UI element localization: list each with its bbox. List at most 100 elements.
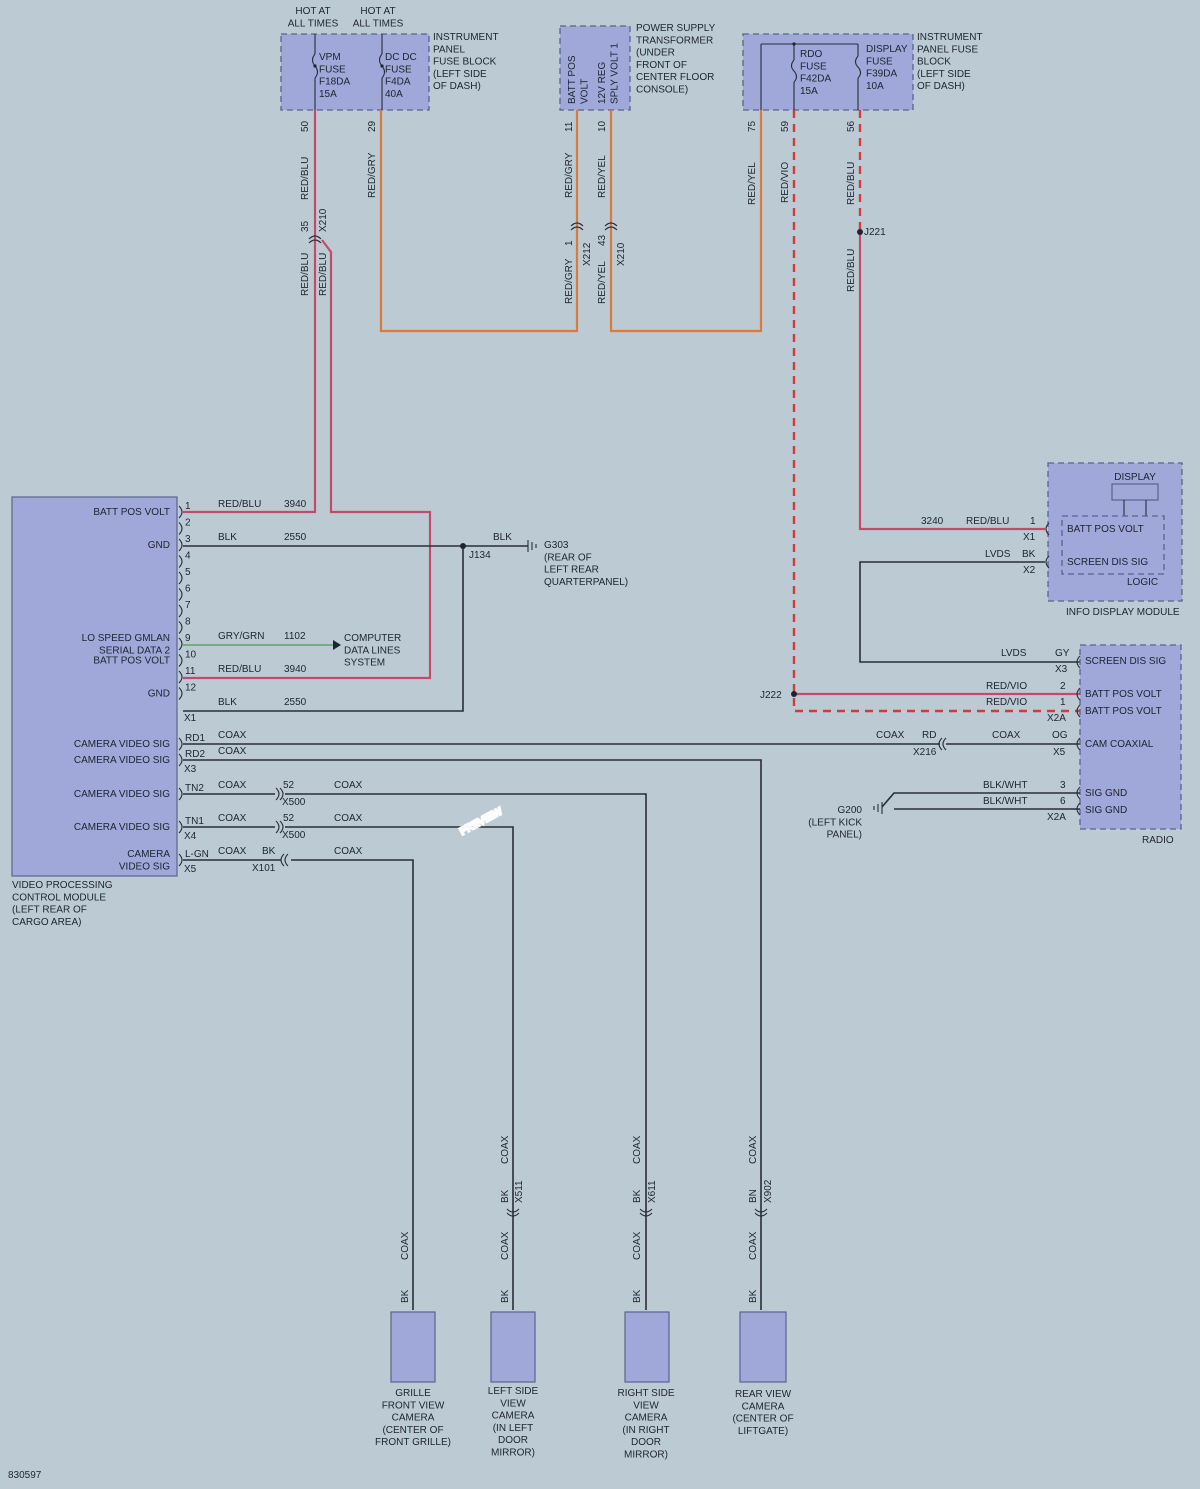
radio-pin-3: 3 [1060,780,1066,791]
wire-label: COAX [500,1135,511,1164]
wire-label: RED/GRY [367,152,378,198]
figure-id: 830597 [8,1470,42,1481]
vpcm-pin-number: 11 [185,666,196,677]
wire-label: RED/BLU [300,253,311,296]
vpcm-pin-number: 7 [185,600,191,611]
pin-connector-icon [178,588,183,601]
wire-red-gry-29 [379,110,579,333]
vpcm-pin-number: TN2 [185,783,204,794]
fuse-icon [790,59,798,83]
connector-x101: X101 [252,863,276,874]
circuit-3940: 3940 [284,499,307,510]
wire-label: RED/BLU [318,253,329,296]
pin-1: 1 [564,240,575,246]
pin-connector-icon [178,621,183,634]
wire-label: COAX [218,780,247,791]
pin-connector-icon [178,637,183,651]
pin-52: 52 [283,813,295,824]
wire-label: COAX [218,813,247,824]
wire-blk-12 [183,546,464,712]
wire-label: RED/BLU [846,249,857,292]
idm-batt-label: BATT POS VOLT [1067,524,1144,535]
radio-batt1-label: BATT POS VOLT [1085,689,1162,700]
radio-screen-label: SCREEN DIS SIG [1085,656,1166,667]
info-display-module: DISPLAY BATT POS VOLT SCREEN DIS SIG LOG… [1047,462,1183,618]
wire-label: BK [632,1289,643,1303]
connector-x210: X210 [616,242,627,266]
display-label: DISPLAY [1114,472,1156,483]
vpcm-connector-label: X4 [184,831,197,842]
wire-label: COAX [632,1231,643,1260]
wire-label: BK [500,1189,511,1203]
vpcm-pin-number: 1 [185,501,191,512]
pin-50: 50 [300,120,311,132]
vpcm-pin-number: 4 [185,551,191,562]
pin-connector-icon [178,753,183,767]
connector-x611: X611 [647,1180,658,1203]
pst-pin1-label: BATT POSVOLT [567,55,590,104]
pst-pin2-label: 12V REGSPLY VOLT 1 [597,43,620,104]
wire-label: BK [748,1289,759,1303]
vpcm-pin-label: BATT POS VOLT [93,656,170,667]
vpcm-pin-label: CAMERA VIDEO SIG [74,789,170,800]
radio-batt2-label: BATT POS VOLT [1085,706,1162,717]
connector-x216: X216 [913,747,937,758]
pin-connector-icon [178,604,183,618]
splice-j222: J222 [760,690,782,701]
info-display-label: INFO DISPLAY MODULE [1066,607,1180,618]
wire-label: COAX [500,1231,511,1260]
wire-coax-lgn [183,859,414,1310]
pin-11: 11 [564,121,575,132]
vpcm-pin-label: CAMERA VIDEO SIG [74,739,170,750]
wire-label: COAX [748,1231,759,1260]
pin-10: 10 [597,120,608,132]
circuit-3940: 3940 [284,664,307,675]
wire-label: BK [400,1289,411,1303]
wire-label: RED/YEL [597,155,608,198]
wire-label: LVDS [1001,648,1027,659]
radio-pin-1: 1 [1060,697,1066,708]
pin-56: 56 [846,120,857,132]
vpcm-pin-number: TN1 [185,816,204,827]
inline-connector-icon [604,222,618,231]
circuit-2550: 2550 [284,532,307,543]
wire-label: RD [922,730,936,741]
wire-label: RED/GRY [564,258,575,304]
wire-label: RED/BLU [218,664,261,675]
wire-coax-tn1 [183,826,514,1310]
wire-sig-gnd [881,792,1080,810]
wire-label: RED/BLU [218,499,261,510]
wire-label: BLK/WHT [983,780,1027,791]
radio-x2a: X2A [1047,812,1066,823]
pin-29: 29 [367,120,378,132]
idm-screen-label: SCREEN DIS SIG [1067,557,1148,568]
vpcm-pin-number: 6 [185,584,191,595]
pin-connector-icon [178,505,183,519]
wire-lvds [859,561,1080,663]
wire-label: COAX [400,1231,411,1260]
wire-label: COAX [334,813,363,824]
vpcm-pin-number: 9 [185,633,191,644]
wire-label: COAX [992,730,1021,741]
splice-j221: J221 [864,227,886,238]
inline-connector-icon [754,1208,768,1217]
idm-pin-1: 1 [1030,516,1036,527]
pin-connector-icon [178,538,183,552]
radio-x2a: X2A [1047,713,1066,724]
vpcm-pin-number: L-GN [185,849,209,860]
